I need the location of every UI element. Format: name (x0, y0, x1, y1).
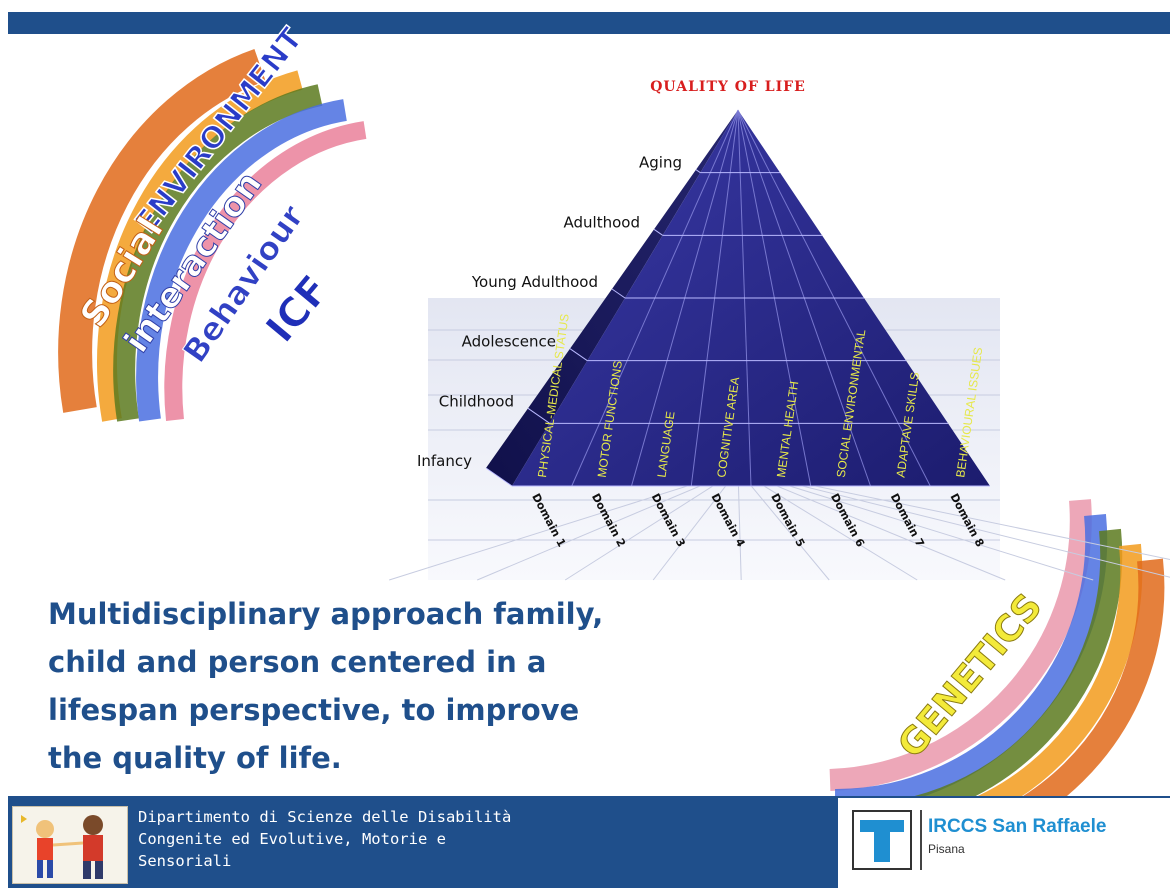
floor-grid-line (737, 469, 1094, 581)
stage-label: Young Adulthood (471, 273, 598, 291)
floor-grid-line (737, 469, 1170, 560)
department-name-line: Dipartimento di Scienze delle Disabilità (138, 808, 512, 826)
institute-panel: IRCCS San Raffaele Pisana (838, 796, 1170, 888)
environment-arc-graphic (58, 48, 367, 422)
floor-grid-line (389, 469, 739, 581)
pyramid-band-line (485, 467, 513, 487)
department-name: Dipartimento di Scienze delle Disabilità… (138, 806, 511, 872)
pyramid-band-line (695, 169, 701, 174)
stage-label: Adolescence (462, 333, 556, 351)
pyramid-band-line (569, 348, 588, 362)
top-header-bar (8, 12, 1170, 34)
floor-grid-line (737, 469, 918, 581)
pyramid-stage-dividers (485, 169, 990, 487)
stage-label: Childhood (439, 392, 514, 410)
pyramid-band-line (527, 407, 550, 424)
floor-grid-line (477, 469, 739, 581)
institute-city: Pisana (928, 842, 965, 856)
main-message-line: lifespan perspective, to improve (48, 693, 580, 727)
main-message-line: Multidisciplinary approach family, (48, 597, 604, 631)
main-message-line: the quality of life. (48, 741, 342, 775)
floor-grid-line (737, 469, 830, 581)
stage-label: Aging (639, 154, 682, 172)
floor-grid-line (737, 469, 1006, 581)
pyramid-band-line (653, 228, 663, 236)
pyramid-left-face (486, 110, 738, 486)
stage-label: Infancy (417, 452, 472, 470)
department-name-line: Sensoriali (138, 852, 232, 870)
logo-divider (920, 810, 922, 870)
institute-name: IRCCS San Raffaele (928, 816, 1107, 837)
pyramid-band-line (611, 288, 626, 299)
department-name-line: Congenite ed Evolutive, Motorie e (138, 830, 446, 848)
institute-logo (852, 810, 912, 870)
icf-label: ICF (257, 267, 338, 351)
floor-grid-line (737, 469, 1170, 578)
floor-grid-line (737, 469, 742, 581)
department-logo (12, 806, 128, 884)
stage-label: Adulthood (564, 213, 640, 231)
main-message-line: child and person centered in a (48, 645, 547, 679)
floor-grid-line (652, 469, 739, 581)
department-banner: Dipartimento di Scienze delle Disabilità… (8, 796, 838, 888)
footer-bar: Dipartimento di Scienze delle Disabilità… (8, 796, 1170, 888)
floor-grid-line (564, 469, 739, 581)
pyramid-title: QUALITY OF LIFE (650, 79, 806, 95)
main-message: Multidisciplinary approach family, child… (48, 590, 648, 782)
